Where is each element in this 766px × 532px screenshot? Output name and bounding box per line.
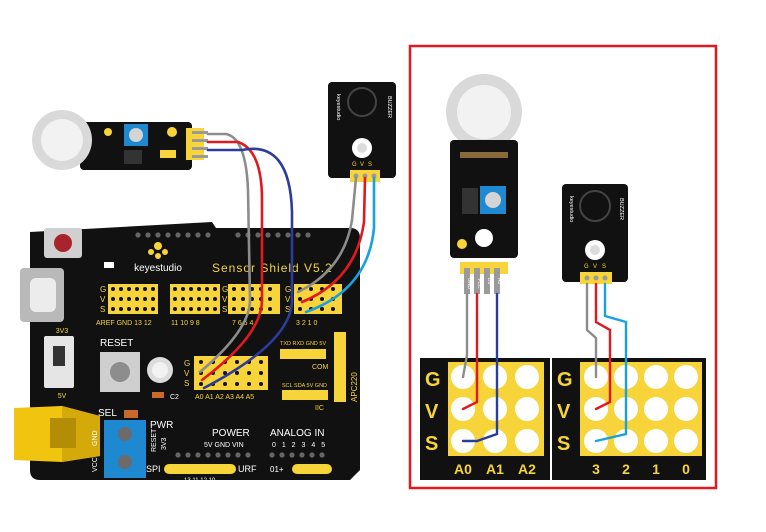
digital-pins-a: AREF GND 13 12 [96,320,152,327]
urf-pins: 01+ [270,465,284,474]
analog-row-pins: A0 A1 A2 A3 A4 A5 [195,394,254,401]
iic-label: IIC [315,405,324,412]
digital-header-block-2 [170,284,220,314]
analog-row-s: S [425,433,438,455]
digital-header-detail: G V S 3 2 1 0 [552,358,706,480]
gas-pin-d0: D0 [486,278,492,285]
shield-name: Sensor Shield V5.2 [212,261,333,275]
spi-header [164,464,236,474]
dgvs-s2: S [222,305,227,314]
spi-label: SPI [146,464,161,474]
col-d0: 0 [682,461,690,477]
vcc-label: VCC [92,457,99,472]
gnd-label: GND [92,430,99,446]
digital-row-s: S [557,433,570,455]
buzzer-model-detail: BUZZER [618,198,624,220]
reset-vert: RESET [151,428,158,452]
apc220-header [334,332,346,402]
com-header [280,349,326,359]
detail-wire-buzzer-g [585,282,598,379]
urf-label: URF [238,464,257,474]
buzzer-detail-pin-g: G [584,264,589,270]
detail-wire-vcc [461,292,479,411]
wires-left [198,132,376,390]
buzzer-module-detail: keyestudio BUZZER G V S [562,184,628,284]
pwr-label: PWR [150,420,173,431]
col-a0: A0 [454,461,472,477]
buzzer-brand-left: keyestudio [335,94,341,120]
dgvs-v: V [100,295,106,304]
digital-row-v: V [557,401,571,423]
digital-pins-b: 11 10 9 8 [171,320,200,327]
buzzer-brand-detail: keyestudio [568,196,574,222]
keyestudio-logo [148,242,168,259]
agvs-v: V [184,369,190,378]
analog-in-label: ANALOG IN [270,428,324,439]
digital-header-block-3 [228,284,280,314]
digital-pins-d: 3 2 1 0 [296,320,318,327]
col-d2: 2 [622,461,630,477]
dgvs-s: S [100,305,105,314]
wire-buzzer-v [300,176,367,304]
col-a1: A1 [486,461,504,477]
com-label: COM [312,364,329,371]
label-3v3: 3V3 [56,328,69,335]
buzzer-model-left: BUZZER [386,96,392,118]
detail-wire-buzzer-v [594,282,612,411]
com-pins: TXD RXD GND 5V [280,341,326,347]
wire-gas-gnd [198,132,252,374]
gas-sensor-module-left [32,110,208,170]
dgvs-s3: S [285,305,290,314]
buzzer-pin-g: G [352,162,357,168]
detail-frame [408,44,718,490]
buzzer-pin-s: S [368,162,372,168]
apc220-label: APC220 [350,372,359,402]
sensor-shield-board: 3V3 5V keyestudio Sensor Shield V5.2 [14,222,360,484]
analog-header-detail: G V S A0 A1 A2 [420,358,550,480]
gas-pin-vcc: VCC [476,278,482,289]
analog-in-pins: 0 1 2 3 4 5 [272,442,327,449]
col-d3: 3 [592,461,600,477]
spi-pins: 13 11 12 10 [184,478,216,484]
sel-label: SEL [98,408,117,419]
label-5v: 5V [58,393,67,400]
dgvs-v2: V [222,295,228,304]
v33-vert: 3V3 [161,437,168,450]
dgvs-g: G [100,285,106,294]
analog-row-g: G [425,369,441,391]
detail-wire-gnd [461,292,469,379]
detail-wire-buzzer-s [594,282,628,443]
agvs-s: S [184,379,189,388]
urf-header [292,464,332,474]
digital-header-block-1 [108,284,158,314]
buzzer-pin-v: V [360,162,364,168]
wire-buzzer-g [296,176,358,294]
power-label: POWER [212,428,250,439]
reset-label: RESET [100,338,133,349]
buzzer-detail-pin-s: S [602,264,606,270]
digital-row-g: G [557,369,573,391]
analog-row-v: V [425,401,439,423]
gas-pin-a0: A0 [496,278,502,284]
buzzer-detail-pin-v: V [593,264,597,270]
wire-buzzer-s [304,176,376,314]
power-pins: 5V GND VIN [204,442,244,449]
brand-label: keyestudio [134,263,182,274]
gas-pin-gnd: GND [466,278,472,290]
iic-header [282,390,328,400]
col-a2: A2 [518,461,536,477]
c2-label: C2 [170,394,179,401]
wire-gas-a0 [202,147,294,390]
buzzer-module-left: keyestudio BUZZER G V S [328,82,396,182]
dgvs-g2: G [222,285,228,294]
wires-detail [461,282,628,443]
dgvs-g3: G [285,285,291,294]
detail-wire-a0 [461,292,499,443]
gas-sensor-module-detail: GND VCC D0 A0 [446,74,522,294]
iic-pins: SCL SDA 5V GND [282,383,327,389]
dgvs-v3: V [285,295,291,304]
agvs-g: G [184,359,190,368]
col-d1: 1 [652,461,660,477]
